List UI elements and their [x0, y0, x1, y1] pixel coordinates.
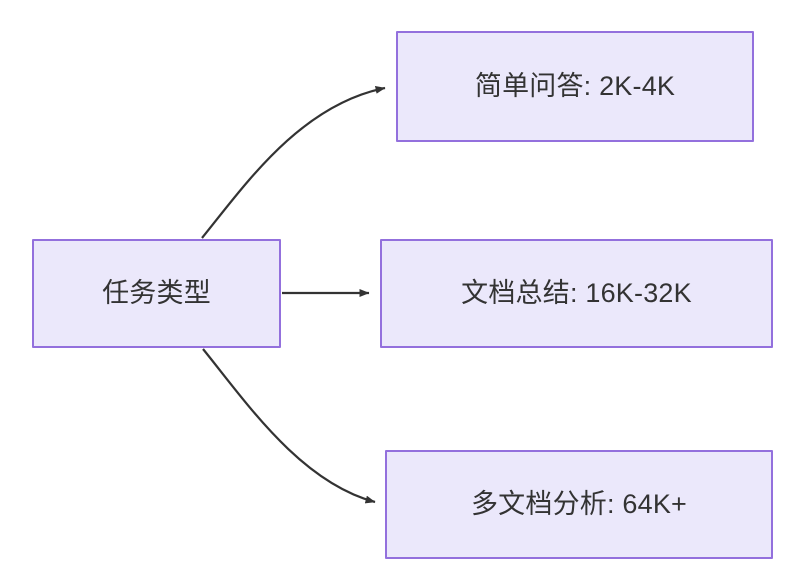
node-doc-summary[interactable]: 文档总结: 16K-32K	[380, 239, 773, 348]
node-task-type[interactable]: 任务类型	[32, 239, 281, 348]
node-simple-qa[interactable]: 简单问答: 2K-4K	[396, 31, 754, 142]
node-simple-qa-label: 简单问答: 2K-4K	[474, 71, 676, 102]
node-task-type-label: 任务类型	[102, 278, 211, 309]
edge-source-to-simple-qa	[201, 85, 386, 239]
node-multidoc-analysis[interactable]: 多文档分析: 64K+	[385, 450, 773, 559]
edge-source-to-multidoc-analysis	[202, 348, 376, 504]
node-doc-summary-label: 文档总结: 16K-32K	[461, 278, 692, 309]
node-multidoc-analysis-label: 多文档分析: 64K+	[470, 489, 687, 520]
